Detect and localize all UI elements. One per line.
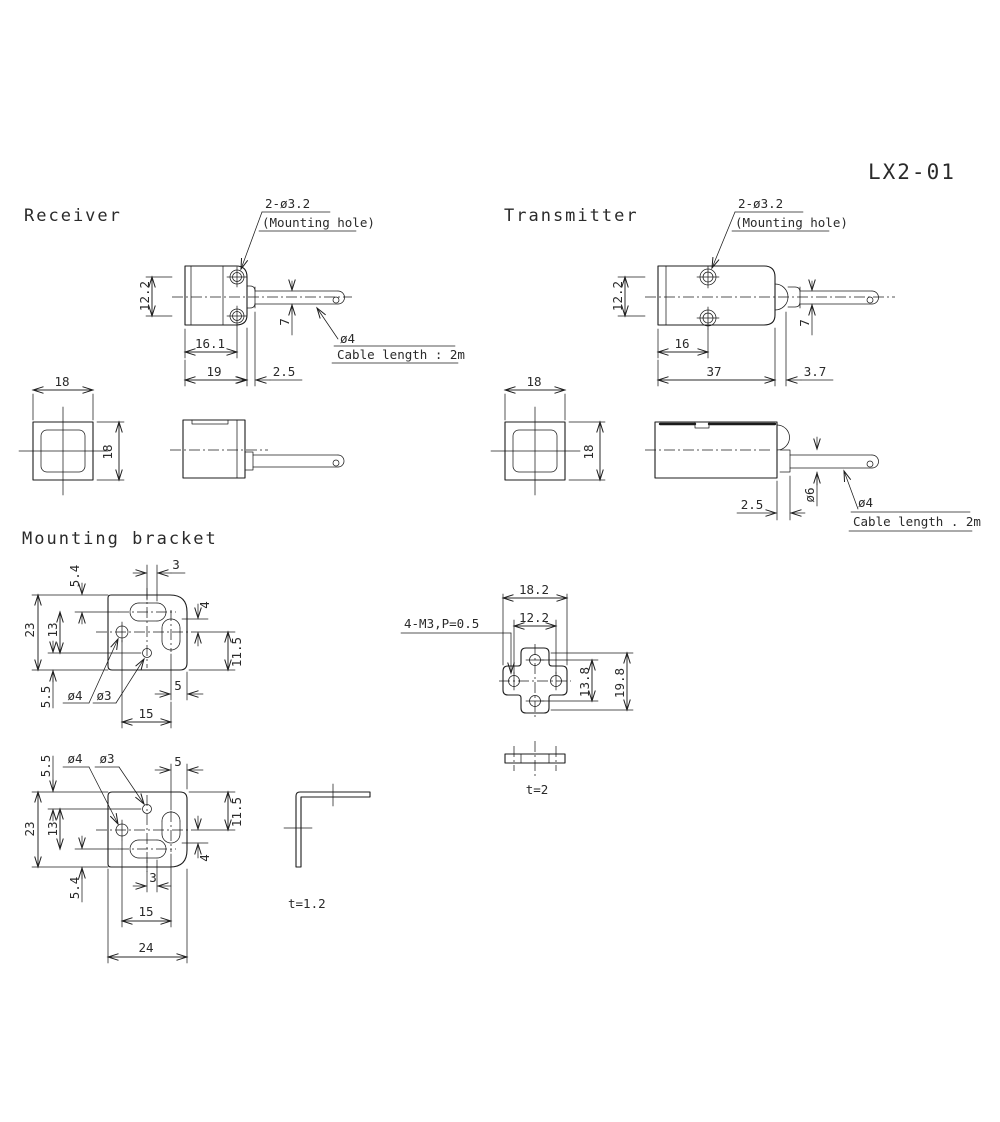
transmitter-section: Transmitter 2-ø3.2 (Mounting hole): [490, 196, 981, 532]
bracket-section: Mounting bracket 3 5.4: [22, 529, 634, 964]
receiver-hole-callout: 2-ø3.2: [265, 196, 310, 211]
receiver-cable-note: Cable length : 2m: [337, 347, 465, 362]
receiver-front-height: 18: [100, 444, 115, 459]
receiver-section: Receiver 2-ø3.2 (Mounting hole): [18, 196, 465, 496]
bracket-bottom-dim-hole-edge: 5.5: [38, 755, 53, 778]
transmitter-front-height: 18: [581, 444, 596, 459]
transmitter-hole-callout: 2-ø3.2: [738, 196, 783, 211]
transmitter-cable-note: Cable length . 2m: [853, 514, 981, 529]
nut-plate-dim-pitch-y: 13.8: [577, 667, 592, 697]
receiver-label: Receiver: [24, 206, 122, 226]
receiver-dim-cable-offset: 7: [277, 318, 292, 326]
transmitter-side-view: 2.5 ø6 ø4 Cable length . 2m: [645, 421, 981, 532]
receiver-dim-hole-offset: 16.1: [195, 336, 225, 351]
bracket-plate-bottom-view: 5.5 ø4 ø3 5 23 13: [22, 751, 244, 964]
transmitter-hole-callout-note: (Mounting hole): [735, 215, 848, 230]
bracket-bottom-dim-slot: 3: [149, 870, 157, 885]
nut-plate-dim-height: 19.8: [612, 668, 627, 698]
transmitter-dim-height: 12.2: [610, 281, 625, 311]
bracket-top-dim-hole-span: 13: [45, 622, 60, 637]
bracket-top-hole-small-label: ø3: [96, 688, 111, 703]
bracket-bottom-hole-big-label: ø4: [67, 751, 82, 766]
transmitter-top-view: 2-ø3.2 (Mounting hole) 12.2 16 37 3.7: [610, 196, 895, 387]
bracket-bottom-dim-slot-edge: 5: [174, 754, 182, 769]
bracket-label: Mounting bracket: [22, 529, 218, 549]
transmitter-front-width: 18: [526, 374, 541, 389]
bracket-top-dim-hole-edge: 5.5: [38, 686, 53, 709]
transmitter-dim-tail: 3.7: [804, 364, 827, 379]
bracket-angle-side-view: t=1.2: [283, 783, 371, 911]
bracket-top-dim-slot-v-pos: 11.5: [229, 637, 244, 667]
transmitter-dim-cable-offset: 7: [797, 319, 812, 327]
transmitter-label: Transmitter: [504, 206, 639, 226]
nut-plate-callout: 4-M3,P=0.5: [404, 616, 479, 631]
bracket-top-dim-slot-offset: 5.4: [67, 565, 82, 588]
bracket-plate-top-view: 3 5.4 23 13 5.5 4: [22, 557, 244, 729]
receiver-top-view: 2-ø3.2 (Mounting hole) 12.2 16.1 19 2.5: [137, 196, 465, 387]
nut-plate-dim-pitch-x: 12.2: [519, 610, 549, 625]
transmitter-front-view: 18 18: [490, 374, 606, 496]
bracket-bottom-hole-small-label: ø3: [99, 751, 114, 766]
bracket-bottom-dim-hole-span: 13: [45, 821, 60, 836]
drawing-title: LX2-01: [868, 160, 956, 184]
bracket-top-dim-hole-pitch: 15: [138, 706, 153, 721]
transmitter-cable-dia: ø4: [858, 495, 873, 510]
nut-plate-dim-width: 18.2: [519, 582, 549, 597]
receiver-front-view: 18 18: [18, 374, 125, 496]
receiver-dim-height: 12.2: [137, 281, 152, 311]
bracket-bottom-dim-slot-v-pos: 11.5: [229, 797, 244, 827]
receiver-front-width: 18: [54, 374, 69, 389]
bracket-bottom-dim-slot-v: 4: [197, 854, 212, 862]
bracket-bottom-dim-slot-offset: 5.4: [67, 877, 82, 900]
bracket-bottom-dim-height: 23: [22, 821, 37, 836]
transmitter-dim-body-length: 37: [706, 364, 721, 379]
receiver-dim-tail: 2.5: [273, 364, 296, 379]
receiver-dim-body-length: 19: [206, 364, 221, 379]
receiver-hole-callout-note: (Mounting hole): [262, 215, 375, 230]
receiver-side-view: [170, 419, 345, 479]
bracket-nut-plate-view: 18.2 12.2 13.8 19.8 4-M3,P=0.5 t=2: [400, 582, 634, 797]
receiver-cable-dia: ø4: [340, 331, 355, 346]
bracket-top-dim-height: 23: [22, 622, 37, 637]
bracket-top-dim-slot: 3: [172, 557, 180, 572]
transmitter-dim-side-tail: 2.5: [741, 497, 764, 512]
transmitter-dim-hole-offset: 16: [674, 336, 689, 351]
bracket-bottom-dim-hole-pitch: 15: [138, 904, 153, 919]
bracket-bottom-dim-width: 24: [138, 940, 153, 955]
nut-plate-thickness: t=2: [526, 782, 549, 797]
transmitter-dim-boot-dia: ø6: [802, 487, 817, 502]
bracket-top-dim-slot-edge: 5: [174, 678, 182, 693]
bracket-top-hole-big-label: ø4: [67, 688, 82, 703]
bracket-angle-thickness: t=1.2: [288, 896, 326, 911]
bracket-top-dim-slot-v: 4: [197, 601, 212, 609]
